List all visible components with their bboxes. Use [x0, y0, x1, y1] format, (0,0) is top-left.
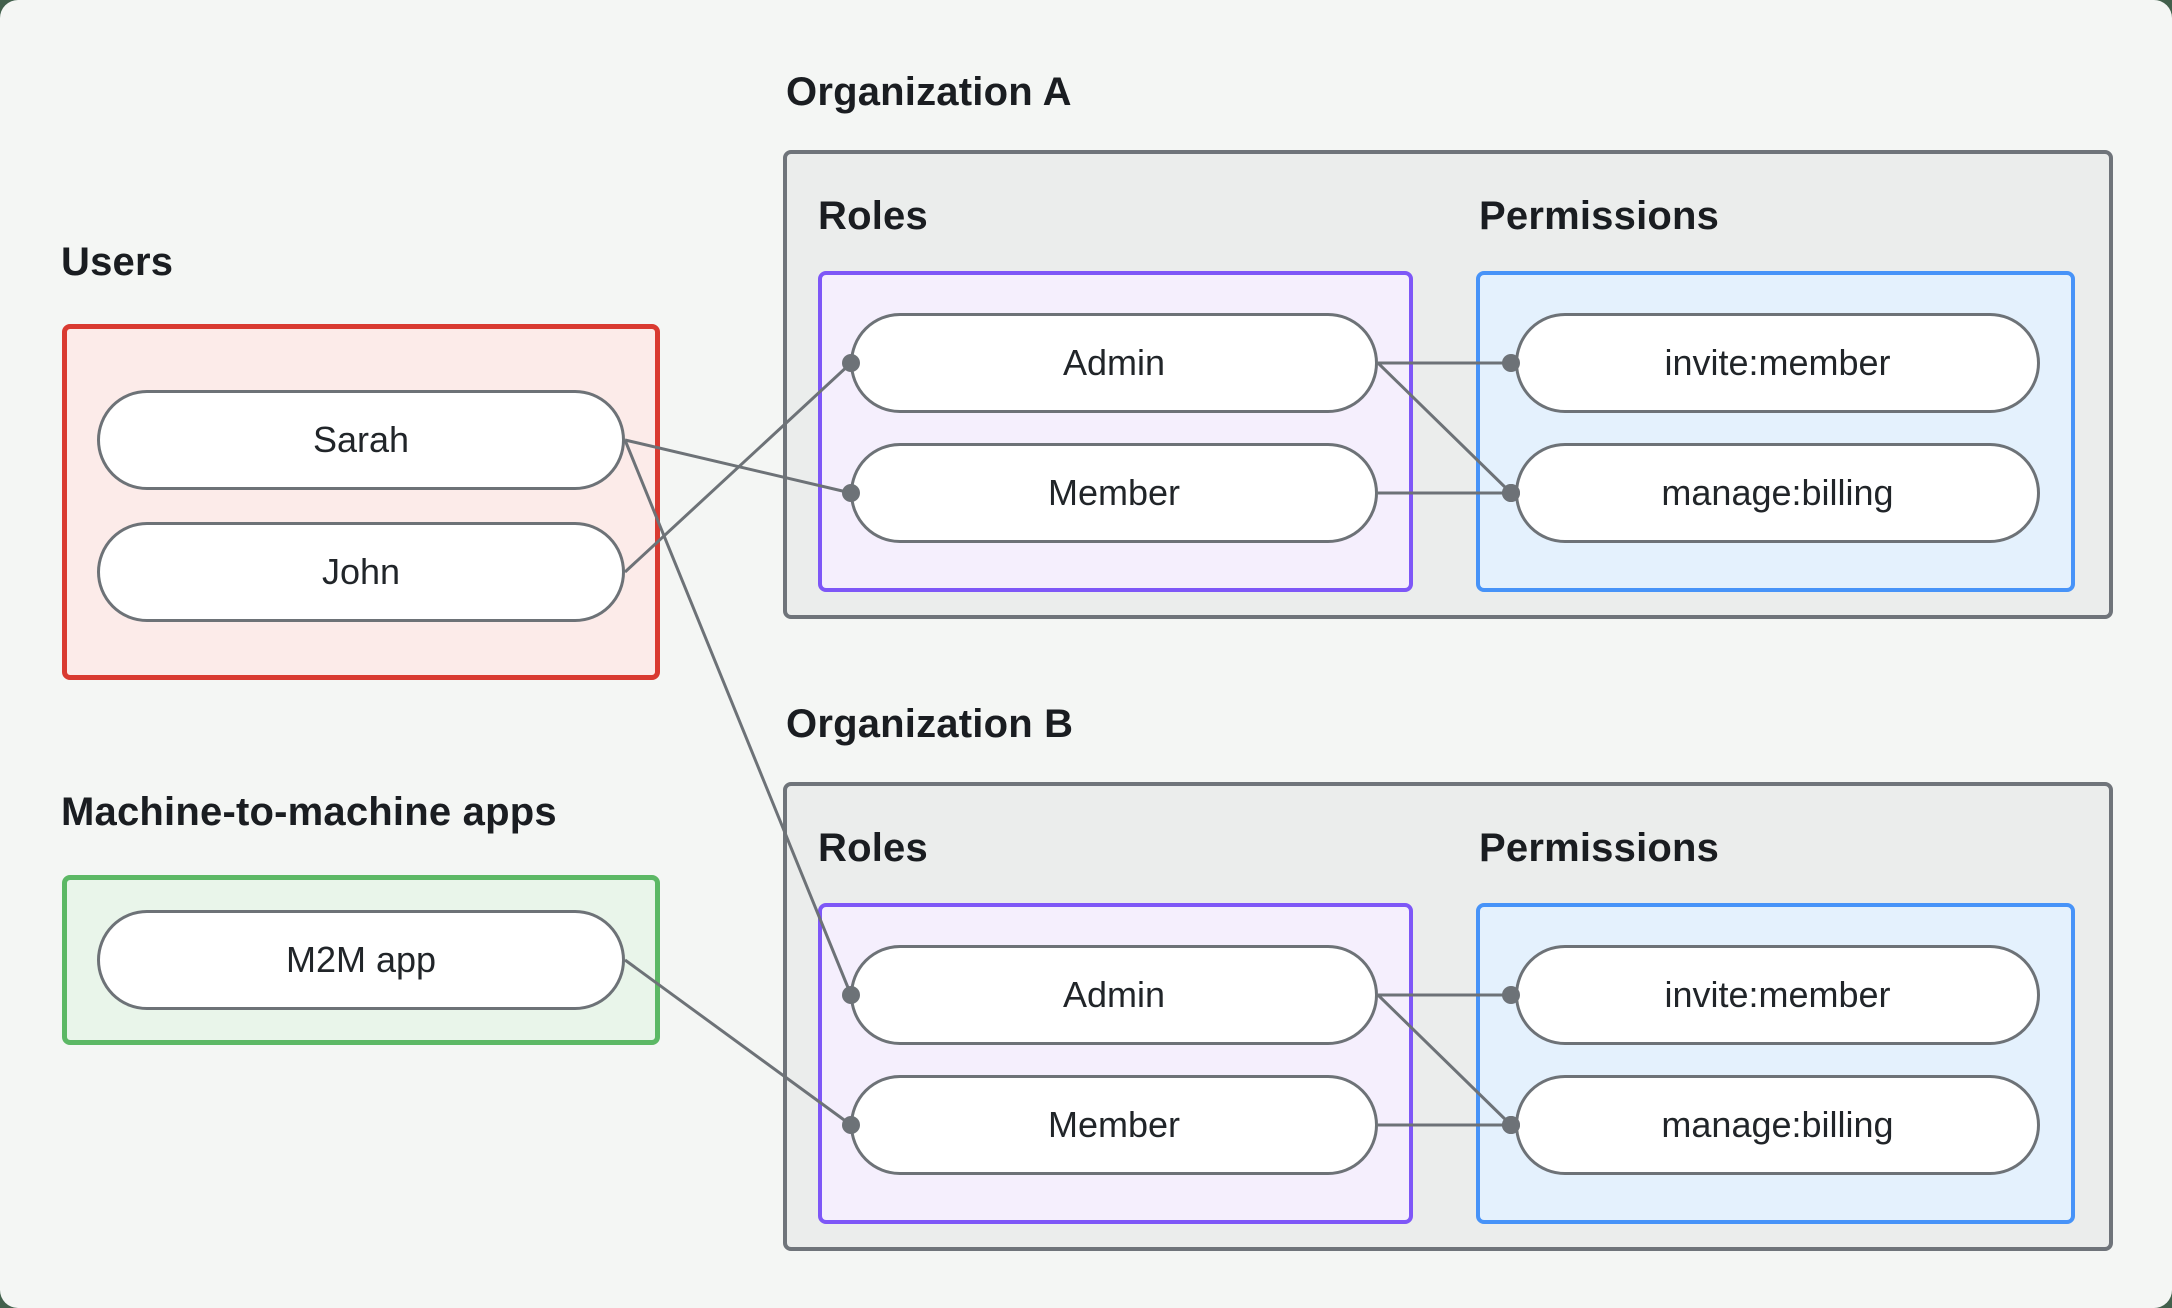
- org-a-role-admin: Admin: [850, 313, 1378, 413]
- org-a-roles-label: Roles: [818, 194, 928, 238]
- m2m-section-label: Machine-to-machine apps: [61, 790, 557, 834]
- org-b-title: Organization B: [786, 702, 1074, 746]
- org-b-permission-invite-member-label: invite:member: [1664, 974, 1891, 1015]
- org-a-permission-manage-billing-label: manage:billing: [1661, 472, 1894, 513]
- org-b-permission-manage-billing-label: manage:billing: [1661, 1104, 1894, 1145]
- users-group-box: [62, 324, 660, 680]
- org-b-permissions-label: Permissions: [1479, 826, 1720, 870]
- user-node-john-label: John: [321, 551, 401, 592]
- org-a-role-member: Member: [850, 443, 1378, 543]
- user-node-sarah: Sarah: [97, 390, 625, 490]
- org-b-permission-manage-billing: manage:billing: [1515, 1075, 2040, 1175]
- org-a-role-admin-label: Admin: [1062, 342, 1166, 383]
- org-b-permission-invite-member: invite:member: [1515, 945, 2040, 1045]
- org-b-role-member: Member: [850, 1075, 1378, 1175]
- user-node-sarah-label: Sarah: [312, 419, 410, 460]
- org-a-permission-invite-member: invite:member: [1515, 313, 2040, 413]
- m2m-app-node: M2M app: [97, 910, 625, 1010]
- org-a-permissions-label: Permissions: [1479, 194, 1720, 238]
- org-a-permission-invite-member-label: invite:member: [1664, 342, 1891, 383]
- org-b-role-admin-label: Admin: [1062, 974, 1166, 1015]
- org-a-title: Organization A: [786, 70, 1072, 114]
- users-section-label: Users: [61, 240, 174, 284]
- org-a-permission-manage-billing: manage:billing: [1515, 443, 2040, 543]
- user-node-john: John: [97, 522, 625, 622]
- org-b-roles-label: Roles: [818, 826, 928, 870]
- org-a-role-member-label: Member: [1047, 472, 1181, 513]
- org-b-role-admin: Admin: [850, 945, 1378, 1045]
- m2m-app-node-label: M2M app: [285, 939, 437, 980]
- org-b-role-member-label: Member: [1047, 1104, 1181, 1145]
